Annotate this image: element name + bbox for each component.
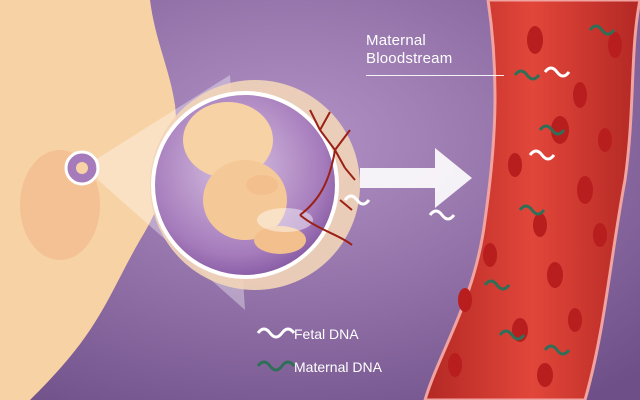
legend-maternal-label: Maternal DNA (294, 359, 382, 375)
legend-fetal-label: Fetal DNA (294, 326, 359, 342)
fetus (183, 102, 313, 254)
placental-vessels (299, 109, 356, 246)
maternal-dna-icon (256, 362, 288, 372)
maternal-dna-strands (483, 24, 616, 356)
legend-fetal-glyph (256, 327, 296, 339)
transfer-arrow (360, 148, 472, 208)
callout-line-2: Bloodstream (366, 50, 453, 67)
legend-maternal-glyph (256, 360, 296, 372)
callout-leader-line (366, 75, 504, 76)
legend-fetal-dna: Fetal DNA (256, 326, 359, 342)
small-fetus (76, 162, 88, 174)
callout-line-1: Maternal (366, 32, 426, 49)
blood-cells (448, 26, 622, 387)
fetal-dna-icon (256, 329, 288, 339)
fetal-dna-strands (343, 66, 571, 221)
maternal-bloodstream-callout: Maternal Bloodstream (366, 32, 452, 68)
legend-maternal-dna: Maternal DNA (256, 359, 382, 375)
